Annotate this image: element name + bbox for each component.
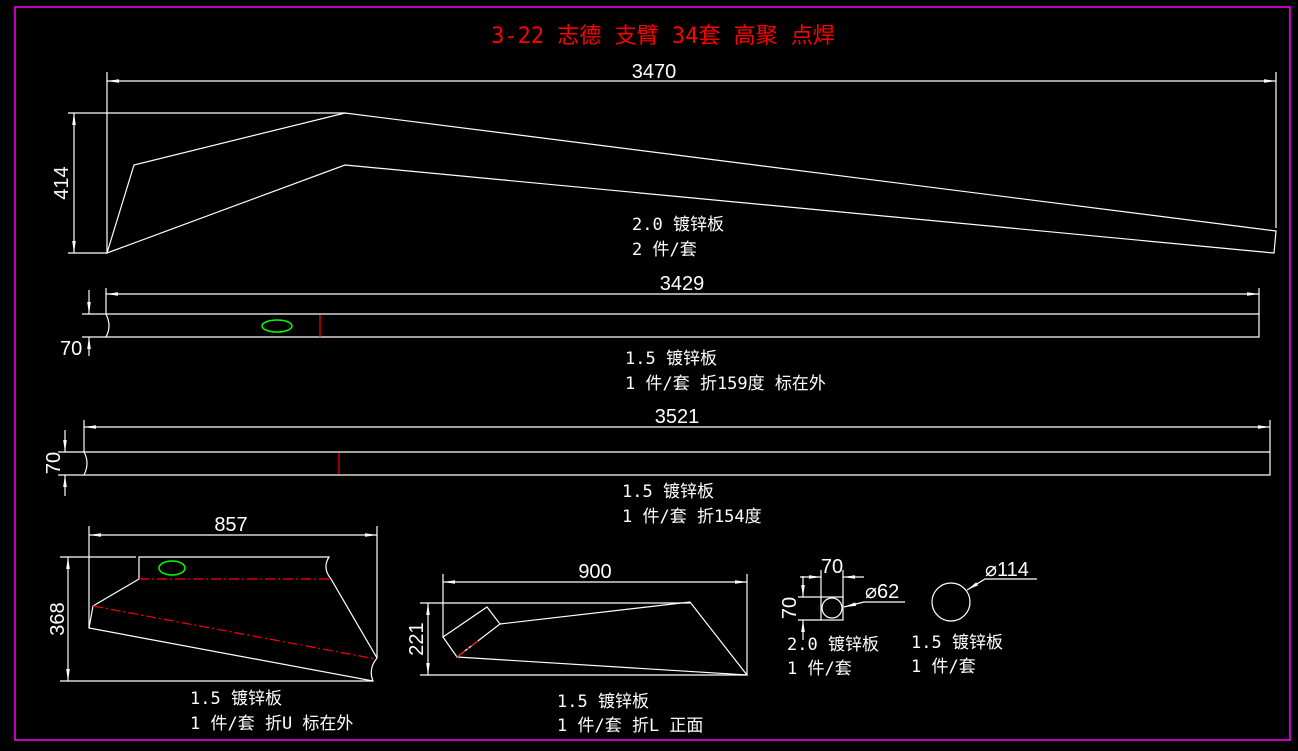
dim-length: 3429 <box>660 273 705 295</box>
dim-width: 70 <box>821 556 843 578</box>
dim-length: 900 <box>578 561 611 583</box>
quantity-label: 1 件/套 折L 正面 <box>557 716 703 736</box>
dim-height: 70 <box>779 597 801 619</box>
drawing-title: 3-22 志德 支臂 34套 高聚 点焊 <box>491 24 835 49</box>
quantity-label: 1 件/套 <box>787 659 852 679</box>
part-arm-plate: 3470 414 2.0 镀锌板 2 件/套 <box>51 61 1277 260</box>
material-label: 1.5 镀锌板 <box>625 349 717 369</box>
quantity-label: 1 件/套 折154度 <box>622 507 762 527</box>
quantity-label: 1 件/套 折U 标在外 <box>190 714 353 734</box>
part-strip-3521: 3521 70 1.5 镀锌板 1 件/套 折154度 <box>43 406 1271 527</box>
part-l-bracket: 900 221 1.5 镀锌板 1 件/套 折L 正面 <box>406 561 749 736</box>
part-square-plate: 70 70 ⌀62 2.0 镀锌板 1 件/套 <box>779 556 905 679</box>
part-strip-3429: 3429 70 1.5 镀锌板 1 件/套 折159度 标在外 <box>60 273 1260 394</box>
dim-height: 221 <box>406 622 428 655</box>
material-label: 1.5 镀锌板 <box>622 482 714 502</box>
mark-ellipse <box>158 560 186 576</box>
material-label: 1.5 镀锌板 <box>557 692 649 712</box>
material-label: 2.0 镀锌板 <box>632 215 724 235</box>
part-round-disc: ⌀114 1.5 镀锌板 1 件/套 <box>911 559 1037 677</box>
dim-width: 70 <box>43 452 65 474</box>
dim-hole-diameter: ⌀62 <box>865 581 899 603</box>
material-label: 1.5 镀锌板 <box>190 689 282 709</box>
material-label: 2.0 镀锌板 <box>787 635 879 655</box>
mark-ellipse <box>261 319 293 333</box>
quantity-label: 1 件/套 <box>911 657 976 677</box>
part-u-bracket: 857 368 1.5 镀锌板 1 件/套 折U 标在外 <box>47 514 378 734</box>
dim-width: 70 <box>60 338 82 360</box>
dim-length: 3470 <box>632 61 677 83</box>
drawing-border <box>14 6 1291 741</box>
quantity-label: 2 件/套 <box>632 240 697 260</box>
dim-diameter: ⌀114 <box>985 559 1029 581</box>
dim-height: 414 <box>51 166 73 199</box>
quantity-label: 1 件/套 折159度 标在外 <box>625 374 826 394</box>
dim-length: 3521 <box>655 406 700 428</box>
dim-height: 368 <box>47 602 69 635</box>
material-label: 1.5 镀锌板 <box>911 633 1003 653</box>
dim-length: 857 <box>214 514 247 536</box>
